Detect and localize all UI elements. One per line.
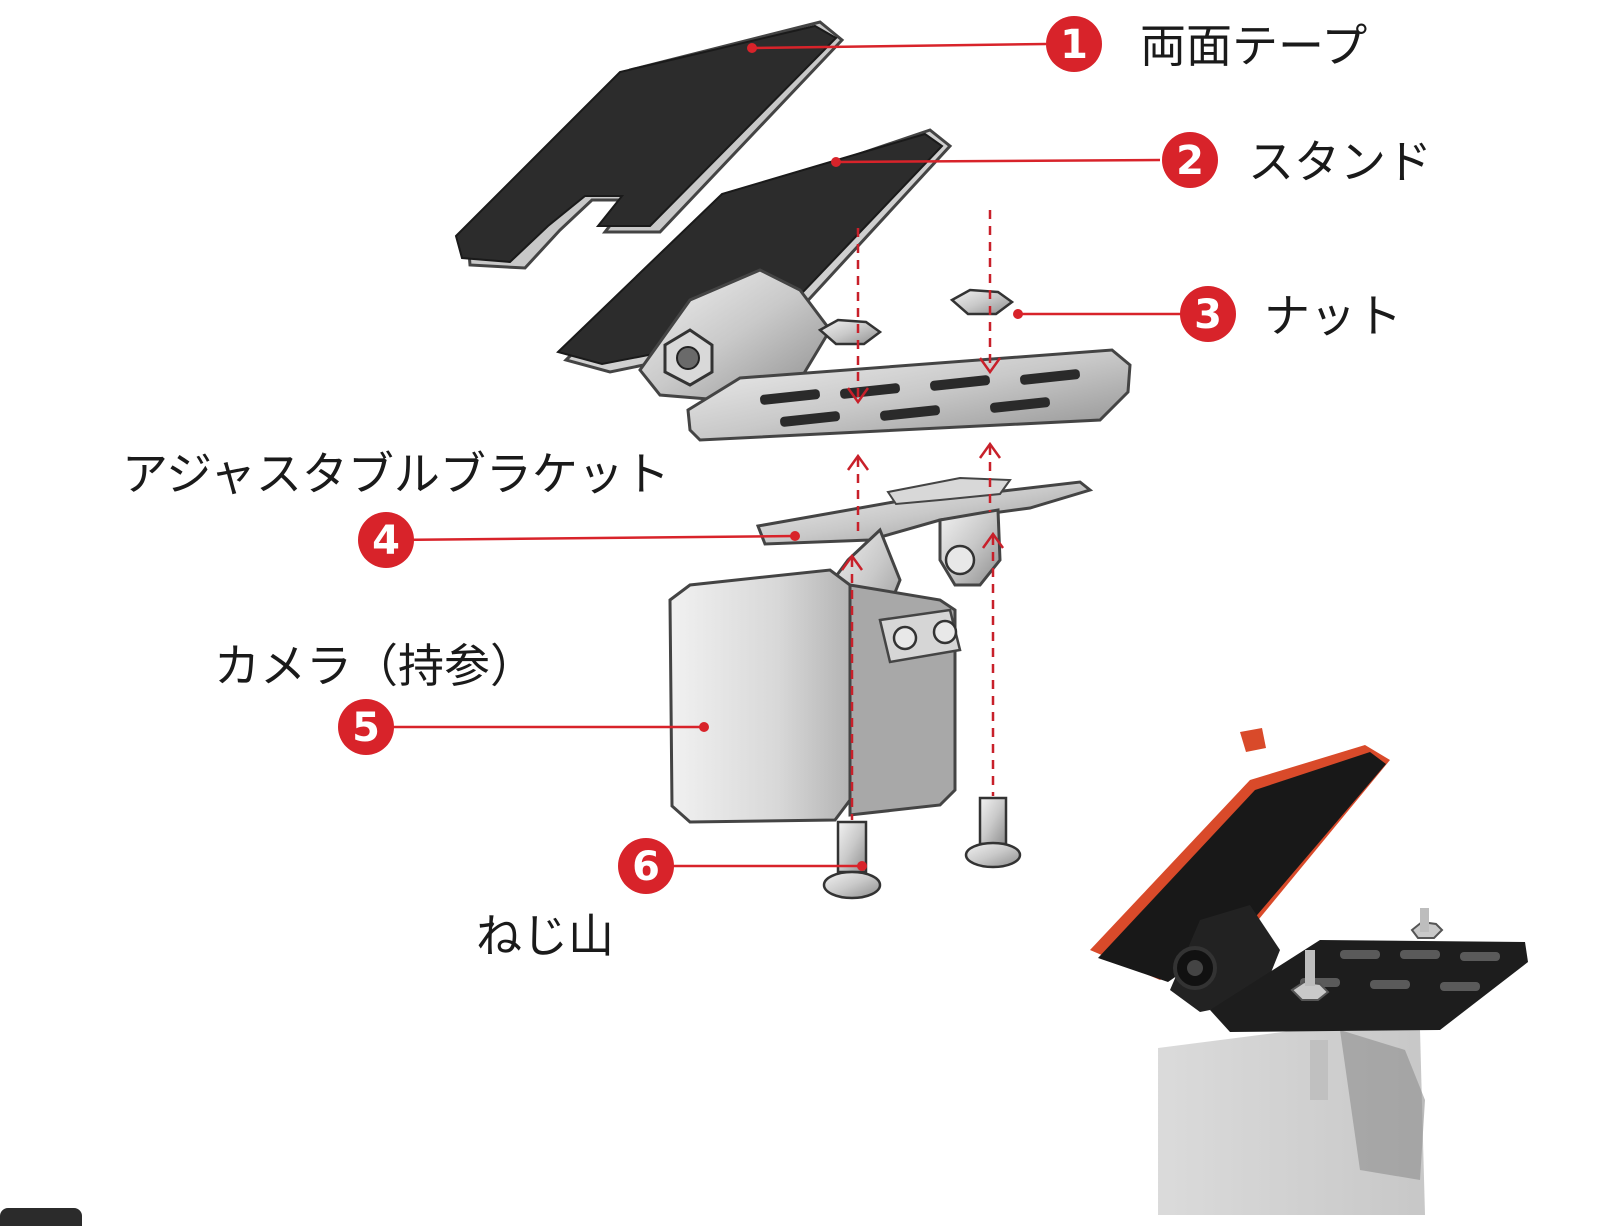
callout-badge-4: 4 — [358, 512, 414, 568]
label-adjustable-bracket: アジャスタブルブラケット — [122, 447, 670, 501]
badge-number: 5 — [352, 705, 380, 751]
badge-number: 3 — [1194, 292, 1222, 338]
assembly-arrows — [840, 210, 1005, 820]
callout-badge-5: 5 — [338, 699, 394, 755]
nut-part — [817, 288, 1015, 346]
label-camera: カメラ（持参） — [214, 639, 536, 693]
screw-part — [822, 796, 1022, 900]
label-thread: ねじ山 — [476, 909, 614, 963]
label-double-sided-tape: 両面テープ — [1140, 19, 1367, 73]
badge-number: 2 — [1176, 138, 1204, 184]
callout-leaders — [370, 42, 1200, 871]
callout-badge-6: 6 — [618, 838, 674, 894]
camera-part — [668, 568, 962, 824]
stand-part — [556, 128, 1132, 442]
label-stand: スタンド — [1248, 135, 1432, 189]
callout-badge-3: 3 — [1180, 286, 1236, 342]
corner-tab — [0, 1208, 82, 1226]
callout-badge-1: 1 — [1046, 16, 1102, 72]
callout-badge-2: 2 — [1162, 132, 1218, 188]
label-nut: ナット — [1264, 289, 1402, 343]
badge-number: 4 — [372, 518, 400, 564]
badge-number: 1 — [1060, 22, 1088, 68]
assembled-product-photo — [1090, 728, 1528, 1215]
double-sided-tape-part — [454, 20, 845, 270]
badge-number: 6 — [632, 844, 660, 890]
